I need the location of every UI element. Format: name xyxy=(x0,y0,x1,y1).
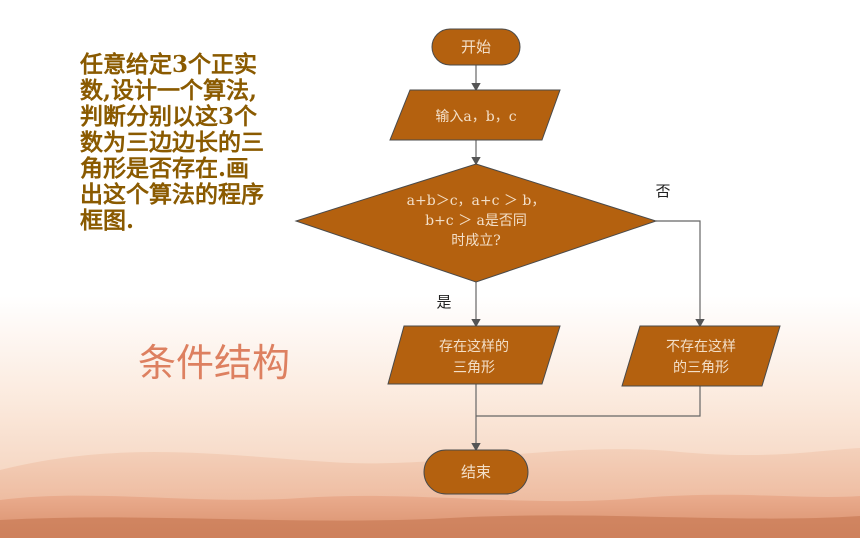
end-label: 结束 xyxy=(461,463,491,481)
end-terminal: 结束 xyxy=(423,449,529,495)
exists-line-1: 存在这样的 xyxy=(439,338,509,355)
decision-line-3: 时成立? xyxy=(451,233,501,249)
yes-branch-label: 是 xyxy=(436,293,451,311)
input-box: 输入a，b，c xyxy=(389,89,561,141)
topic-title: 条件结构 xyxy=(138,341,291,385)
problem-statement: 任意给定3个正实 数,设计一个算法, 判断分别以这3个 数为三边边长的三 角形是… xyxy=(80,51,264,234)
decision-diamond: a+b＞c，a+c ＞ b， b+c ＞ a是否同 时成立? xyxy=(294,163,658,283)
decision-line-1: a+b＞c，a+c ＞ b， xyxy=(407,193,546,209)
decision-line-2: b+c ＞ a是否同 xyxy=(425,213,527,229)
input-label: 输入a，b，c xyxy=(435,109,516,125)
exists-line-2: 三角形 xyxy=(453,360,495,376)
start-terminal: 开始 xyxy=(431,28,521,66)
no-branch-label: 否 xyxy=(655,182,670,200)
not-exists-box: 不存在这样 的三角形 xyxy=(621,325,781,387)
start-label: 开始 xyxy=(461,38,491,56)
flow-connectors xyxy=(471,65,705,452)
exists-box: 存在这样的 三角形 xyxy=(387,325,561,385)
not-exists-line-1: 不存在这样 xyxy=(666,338,736,355)
not-exists-line-2: 的三角形 xyxy=(673,360,729,376)
